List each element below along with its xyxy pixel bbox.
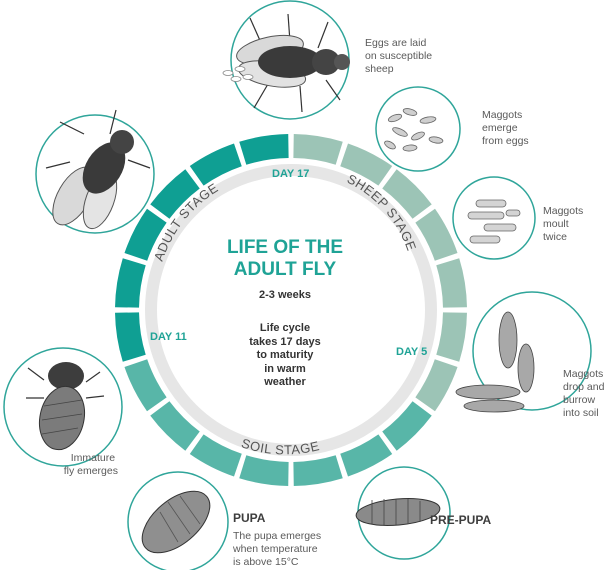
duration-label: 2-3 weeks: [210, 289, 360, 301]
pupa-illustration: [128, 472, 228, 570]
description-line: takes 17 days: [225, 336, 345, 350]
maggots-moult-caption: Maggots moult twice: [543, 205, 586, 243]
maggots-drop-caption: Maggots drop and burrow into soil: [563, 368, 607, 419]
adult-fly-left-illustration: [36, 110, 154, 233]
description-line: Life cycle: [225, 322, 345, 336]
ring-segment: [115, 258, 146, 307]
ring-segment: [115, 312, 146, 361]
immature-fly-caption: Immature fly emerges: [64, 452, 118, 477]
center-title-line-2: ADULT FLY: [210, 259, 360, 281]
adult-fly-top-illustration: [223, 1, 350, 119]
ring-segment: [293, 455, 342, 486]
life-cycle-description: Life cycle takes 17 days to maturity in …: [225, 322, 345, 390]
ring-segment: [436, 312, 467, 361]
ring-segment: [436, 258, 467, 307]
day-5-label: DAY 5: [396, 346, 427, 358]
day-11-label: DAY 11: [150, 331, 187, 343]
description-line: in warm: [225, 363, 345, 377]
center-title: LIFE OF THE ADULT FLY: [210, 237, 360, 281]
description-line: to maturity: [225, 349, 345, 363]
maggots-moult-illustration: [453, 177, 535, 259]
soil-stage-label: SOIL STAGE: [240, 435, 321, 457]
maggots-emerge-caption: Maggots emerge from eggs: [482, 109, 529, 147]
eggs-laid-caption: Eggs are laid on susceptible sheep: [365, 37, 435, 75]
ring-segment: [239, 455, 288, 486]
ring-segment: [239, 134, 288, 165]
ring-segment: [293, 134, 342, 165]
eggs-hatching-illustration: [376, 87, 460, 171]
center-title-line-1: LIFE OF THE: [210, 237, 360, 259]
pupa-title: PUPA: [233, 511, 266, 525]
pre-pupa-title: PRE-PUPA: [430, 513, 491, 527]
description-line: weather: [225, 376, 345, 390]
day-17-label: DAY 17: [272, 168, 309, 180]
immature-fly-illustration: [4, 348, 122, 466]
pupa-description: The pupa emerges when temperature is abo…: [232, 530, 324, 568]
stage-ring: [115, 134, 467, 486]
